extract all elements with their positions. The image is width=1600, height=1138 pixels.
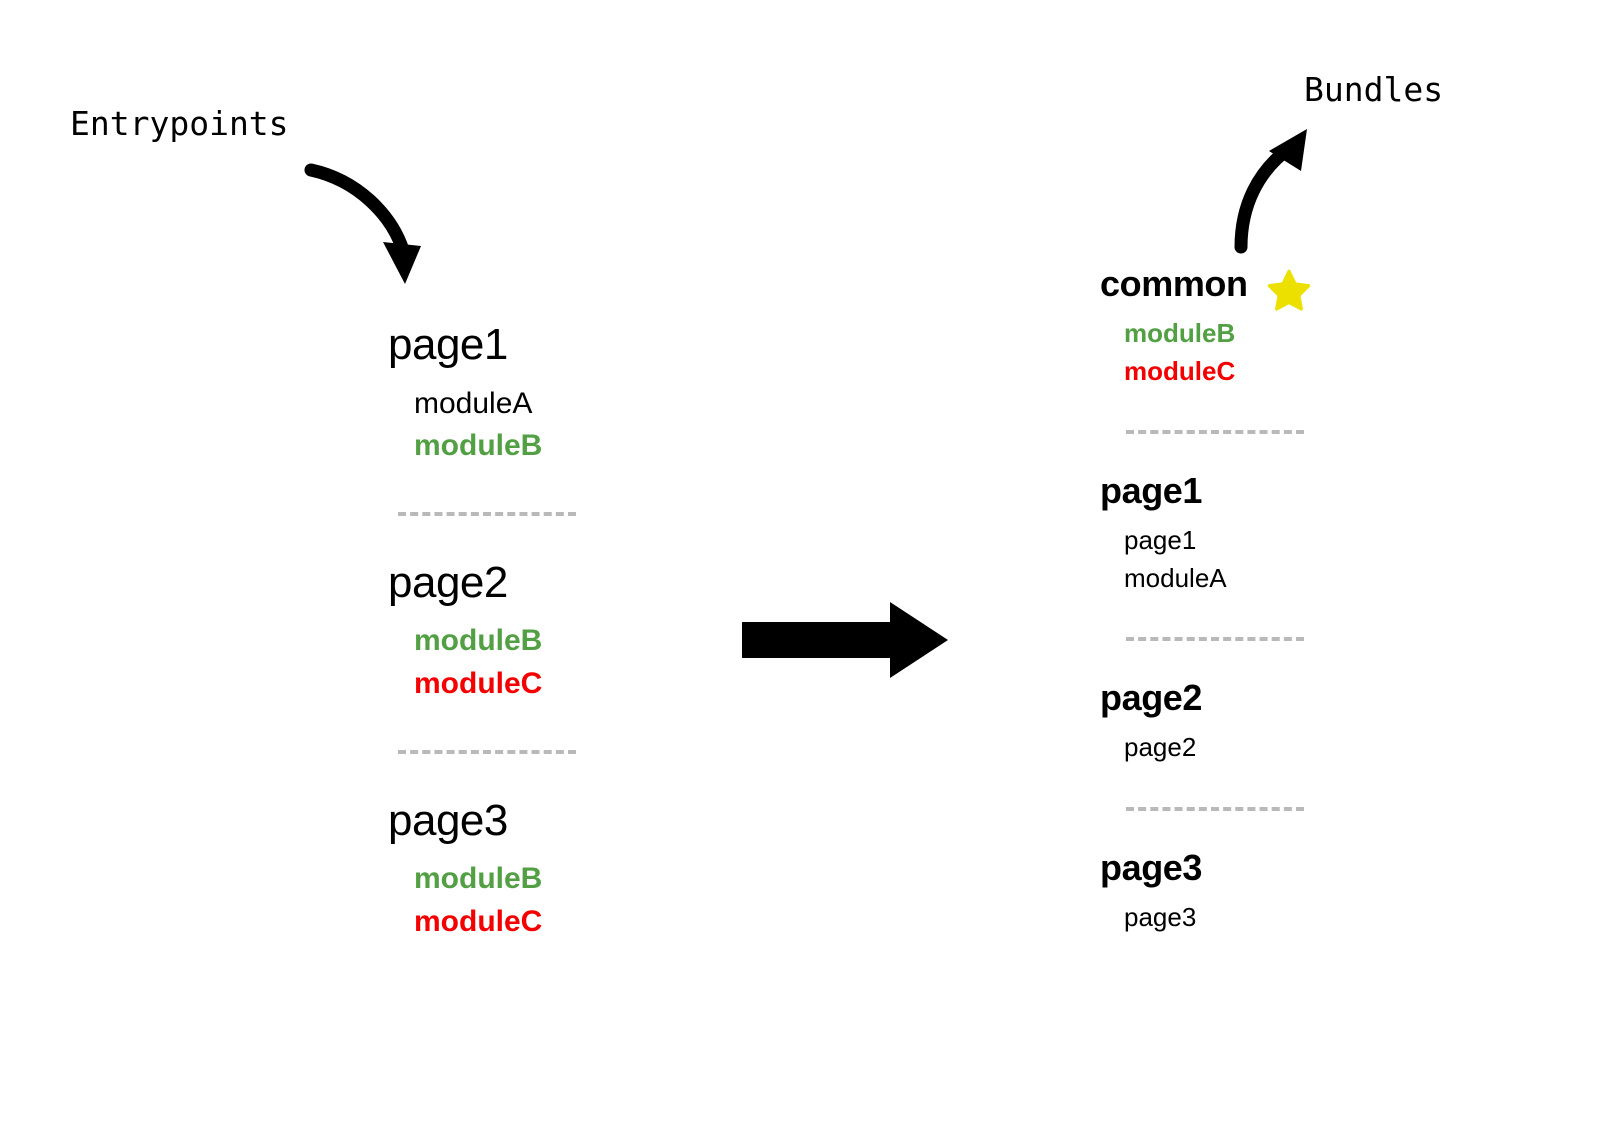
module-list: page3	[1100, 899, 1360, 936]
group-title: page2	[388, 557, 508, 607]
module-item: moduleB	[414, 624, 543, 658]
group-divider	[1126, 637, 1304, 642]
module-list: moduleB moduleC	[388, 620, 648, 705]
group-title: page1	[388, 320, 508, 369]
group-title-row: page2	[1100, 677, 1360, 729]
bundles-caption: Bundles	[1304, 70, 1444, 109]
module-item: moduleC	[414, 667, 543, 701]
group-title: page1	[1100, 470, 1203, 512]
module-item: page2	[1124, 732, 1197, 763]
bundle-group: page2 moduleB moduleC	[388, 557, 648, 706]
curved-arrow-up-right-icon	[1215, 115, 1335, 260]
module-item: moduleB	[1124, 318, 1236, 349]
bundle-group: page1 moduleA moduleB	[388, 320, 648, 468]
bundle-group: page3 moduleB moduleC	[388, 795, 648, 944]
group-title-row: page3	[388, 795, 648, 859]
group-title-row: common	[1100, 263, 1360, 315]
module-item: page3	[1124, 901, 1197, 932]
bundle-group: page3 page3	[1100, 846, 1360, 937]
bundle-group: page1 page1 moduleA	[1100, 470, 1360, 597]
group-divider	[398, 749, 576, 754]
module-item: moduleB	[414, 429, 543, 463]
group-title-row: page1	[1100, 470, 1360, 522]
module-list: page2	[1100, 729, 1360, 766]
module-list: page1 moduleA	[1100, 522, 1360, 597]
module-list: moduleA moduleB	[388, 383, 648, 468]
group-divider	[1126, 430, 1304, 435]
module-item: moduleB	[414, 862, 543, 896]
group-divider	[398, 511, 576, 516]
module-item: page1	[1124, 525, 1197, 556]
curved-arrow-down-right-icon	[295, 150, 425, 295]
group-title-row: page2	[388, 557, 648, 621]
block-arrow-right-icon	[740, 600, 952, 680]
module-item: moduleA	[1124, 562, 1227, 593]
group-title-row: page3	[1100, 846, 1360, 899]
bundle-group: page2 page2	[1100, 677, 1360, 767]
star-icon	[1267, 269, 1310, 311]
entrypoints-caption: Entrypoints	[70, 104, 289, 143]
module-item: moduleA	[414, 386, 533, 420]
bundle-group: common moduleB moduleC	[1100, 263, 1360, 390]
group-title: page2	[1100, 677, 1203, 719]
group-title-row: page1	[388, 320, 648, 383]
group-divider	[1126, 806, 1304, 811]
group-title: page3	[388, 795, 508, 845]
module-list: moduleB moduleC	[388, 858, 648, 943]
module-item: moduleC	[1124, 355, 1236, 386]
group-title: page3	[1100, 846, 1203, 888]
module-list: moduleB moduleC	[1100, 315, 1360, 390]
group-title: common	[1100, 263, 1248, 304]
module-item: moduleC	[414, 904, 543, 938]
